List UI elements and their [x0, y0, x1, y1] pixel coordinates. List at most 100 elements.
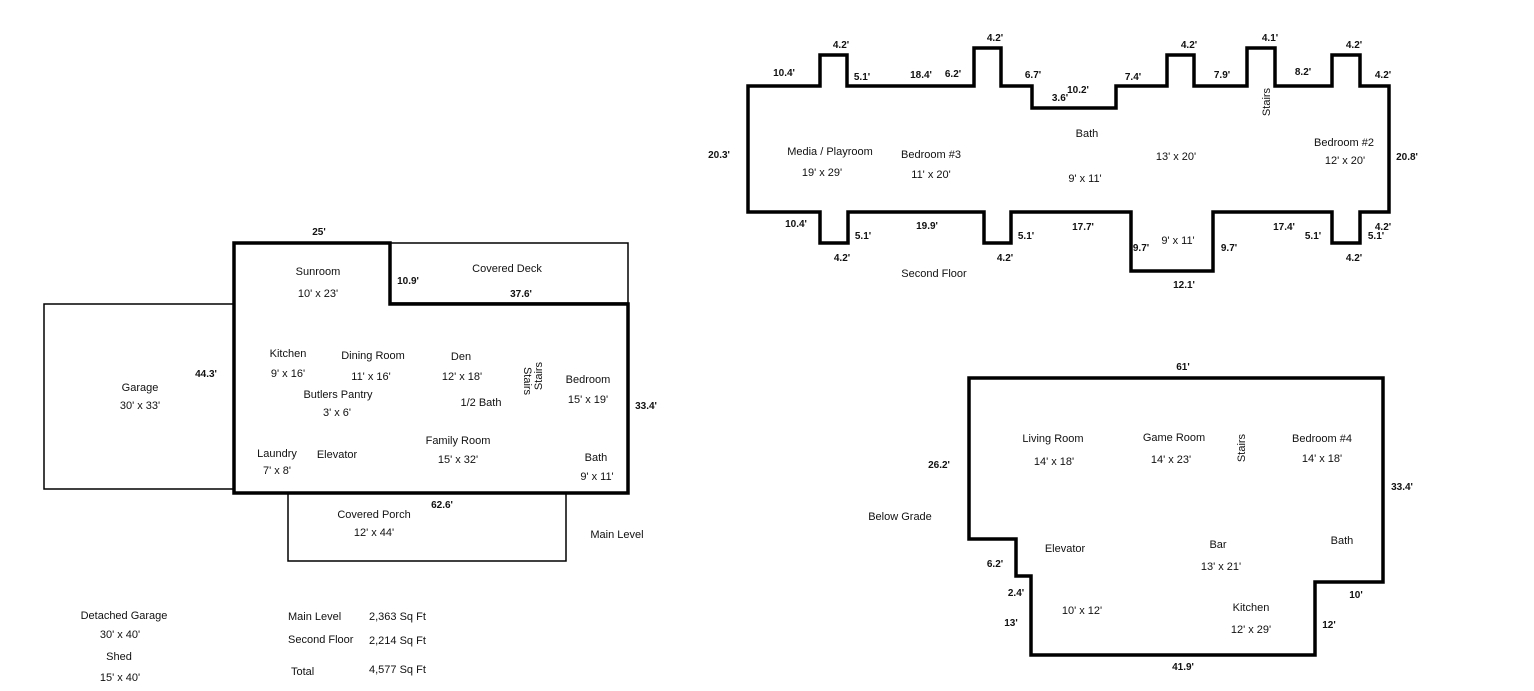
dim-right: 20.8' [1396, 152, 1418, 163]
dim-t6: 4.2' [987, 33, 1003, 44]
summary-row-value: 2,363 Sq Ft [369, 611, 426, 623]
bedroom4-size: 14' x 18' [1302, 453, 1342, 465]
living-room-size: 14' x 18' [1034, 456, 1074, 468]
stairs-label: Stairs [1261, 87, 1273, 116]
sunroom-label: Sunroom [296, 266, 341, 278]
dim-lower-right: 12' [1322, 620, 1336, 631]
elevator-label: Elevator [317, 449, 358, 461]
dim-left: 20.3' [708, 150, 730, 161]
dining-room-label: Dining Room [341, 350, 405, 362]
dim-b14: 5.1' [1368, 231, 1384, 242]
dim-t2: 4.2' [833, 40, 849, 51]
garage-outline [43, 303, 235, 490]
bath-label: Bath [585, 452, 608, 464]
bath-top-label: Bath [1076, 128, 1099, 140]
shed-size: 15' x 40' [100, 672, 140, 684]
dim-t8: 3.6' [1052, 93, 1068, 104]
dim-b4: 19.9' [916, 221, 938, 232]
den-label: Den [451, 351, 471, 363]
dim-t4: 18.4' [910, 70, 932, 81]
dim-deck-bottom: 37.6' [510, 289, 532, 300]
dim-b6: 4.2' [997, 253, 1013, 264]
dim-b10: 12.1' [1173, 280, 1195, 291]
second-floor-outline [746, 46, 1391, 273]
dim-t1: 10.4' [773, 68, 795, 79]
dim-bottom: 41.9' [1172, 662, 1194, 673]
dim-lower-left: 13' [1004, 618, 1018, 629]
summary: Detached Garage 30' x 40' Shed 15' x 40'… [81, 610, 426, 684]
below-grade-outline [967, 376, 1385, 657]
kitchen-label: Kitchen [270, 348, 307, 360]
dim-b3: 4.2' [834, 253, 850, 264]
dim-sunroom-side: 10.9' [397, 276, 419, 287]
dim-t12: 7.9' [1214, 70, 1230, 81]
dim-t14: 8.2' [1295, 67, 1311, 78]
stairs-a-label: Stairs [521, 367, 533, 396]
dim-b8: 9.7' [1133, 243, 1149, 254]
dim-t3: 5.1' [854, 72, 870, 83]
living-room-label: Living Room [1022, 433, 1083, 445]
dim-b13: 4.2' [1346, 253, 1362, 264]
dim-t15: 4.2' [1346, 40, 1362, 51]
bath-bottom-size: 9' x 11' [1161, 235, 1194, 247]
dim-b5: 5.1' [1018, 231, 1034, 242]
elevator-label: Elevator [1045, 543, 1086, 555]
garage-label: Garage [122, 382, 159, 394]
laundry-size: 7' x 8' [263, 465, 291, 477]
dim-bottom: 62.6' [431, 500, 453, 511]
dim-right-step: 10' [1349, 590, 1363, 601]
second-floor: Media / Playroom 19' x 29' Bedroom #3 11… [708, 33, 1418, 291]
dim-left: 26.2' [928, 460, 950, 471]
covered-porch-size: 12' x 44' [354, 527, 394, 539]
dim-b2: 5.1' [855, 231, 871, 242]
media-playroom-label: Media / Playroom [787, 146, 873, 158]
dim-b15: 4.2' [1375, 222, 1391, 233]
dim-t13: 4.1' [1262, 33, 1278, 44]
dim-b1: 10.4' [785, 219, 807, 230]
game-room-label: Game Room [1143, 432, 1205, 444]
dim-t9: 10.2' [1067, 85, 1089, 96]
dining-room-size: 11' x 16' [351, 371, 390, 383]
dim-t11: 4.2' [1181, 40, 1197, 51]
sunroom-size: 10' x 23' [298, 288, 338, 300]
kitchen-size: 9' x 16' [271, 368, 305, 380]
dim-b12: 5.1' [1305, 231, 1321, 242]
second-floor-title: Second Floor [901, 268, 967, 280]
summary-row-label: Total [291, 666, 314, 678]
dim-t5: 6.2' [945, 69, 961, 80]
kitchen-size: 12' x 29' [1231, 624, 1271, 636]
dim-t7: 6.7' [1025, 70, 1041, 81]
garage-size: 30' x 33' [120, 400, 160, 412]
bedroom3-size: 11' x 20' [911, 169, 950, 181]
bar-label: Bar [1209, 539, 1226, 551]
detached-garage-size: 30' x 40' [100, 629, 140, 641]
half-bath-label: 1/2 Bath [461, 397, 502, 409]
butlers-pantry-label: Butlers Pantry [303, 389, 373, 401]
dim-right: 33.4' [1391, 482, 1413, 493]
den-size: 12' x 18' [442, 371, 482, 383]
shed-label: Shed [106, 651, 132, 663]
below-grade-title: Below Grade [868, 511, 932, 523]
family-room-size: 15' x 32' [438, 454, 478, 466]
summary-row-value: 4,577 Sq Ft [369, 664, 426, 676]
dim-b9: 9.7' [1221, 243, 1237, 254]
covered-deck-label: Covered Deck [472, 263, 542, 275]
bedroom-label: Bedroom [566, 374, 611, 386]
dim-b11: 17.4' [1273, 222, 1295, 233]
stairs-b-label: Stairs [533, 361, 545, 390]
bedroom2-size: 12' x 20' [1325, 155, 1365, 167]
dim-garage-side: 44.3' [195, 369, 217, 380]
game-room-size: 14' x 23' [1151, 454, 1191, 466]
covered-porch-outline [287, 492, 567, 562]
bedroom4-label: Bedroom #4 [1292, 433, 1352, 445]
bar-size: 13' x 21' [1201, 561, 1241, 573]
laundry-label: Laundry [257, 448, 297, 460]
summary-row-value: 2,214 Sq Ft [369, 635, 426, 647]
below-grade: Living Room 14' x 18' Game Room 14' x 23… [868, 362, 1413, 673]
dim-right: 33.4' [635, 401, 657, 412]
dim-step1: 6.2' [987, 559, 1003, 570]
main-level-title: Main Level [590, 529, 643, 541]
dim-step2: 2.4' [1008, 588, 1024, 599]
family-room-label: Family Room [426, 435, 491, 447]
